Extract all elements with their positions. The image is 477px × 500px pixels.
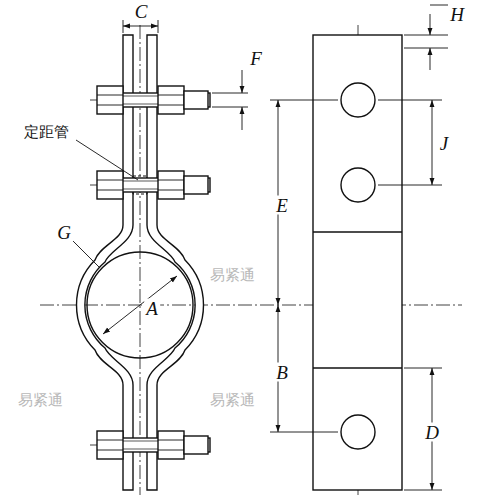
watermark: 易紧通 <box>18 393 63 408</box>
strap-side-view <box>313 35 402 490</box>
dimension-letter: A <box>144 299 160 318</box>
dimension-letter: C <box>133 2 150 21</box>
watermark: 易紧通 <box>210 268 255 283</box>
dimension-lines <box>72 5 448 490</box>
bolt-hole <box>341 168 375 202</box>
bolt-assembly <box>97 431 210 459</box>
bolt-assembly <box>97 86 210 114</box>
bolt-hole <box>341 415 375 449</box>
pipe-outline <box>87 252 193 358</box>
dimension-letter: E <box>274 196 290 215</box>
dimension-letter: H <box>448 5 466 24</box>
dimension-letter: J <box>438 134 450 153</box>
dimension-letter: D <box>423 423 441 442</box>
dimension-letter: G <box>55 223 73 242</box>
center-line <box>40 25 462 495</box>
part-label: 定距管 <box>23 125 70 140</box>
dimension-letter: F <box>248 49 264 68</box>
watermark: 易紧通 <box>210 393 255 408</box>
dimension-letter: B <box>274 363 290 382</box>
bolt-hole <box>341 83 375 117</box>
bolt-assembly <box>97 171 210 199</box>
